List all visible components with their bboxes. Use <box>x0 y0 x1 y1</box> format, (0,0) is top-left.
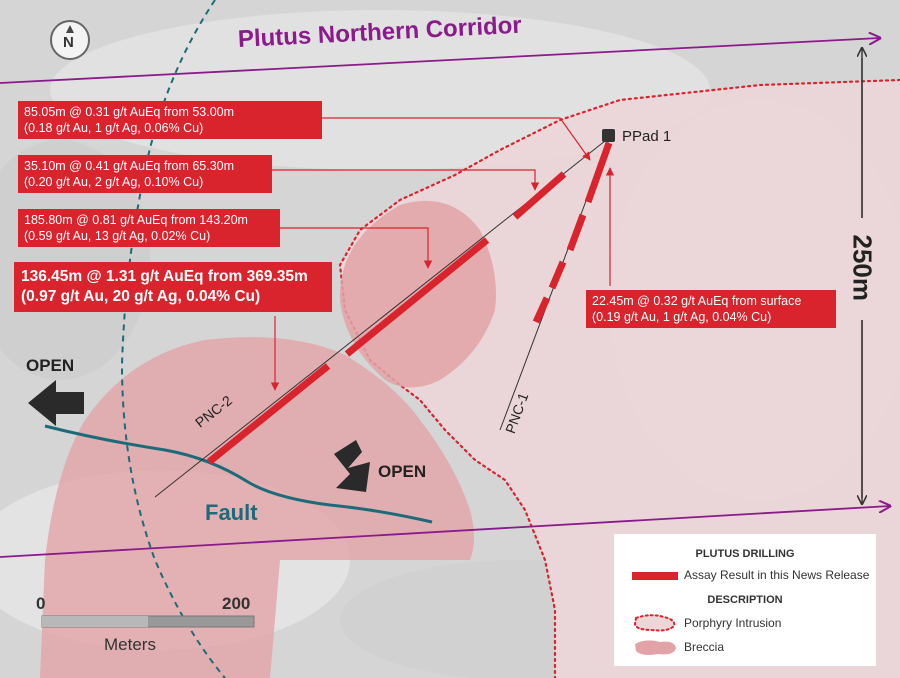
assay-callout-3: 185.80m @ 0.81 g/t AuEq from 143.20m (0.… <box>18 209 280 247</box>
leader-line <box>272 169 540 191</box>
legend-assay-label: Assay Result in this News Release <box>684 568 870 582</box>
assay-callout-line: 136.45m @ 1.31 g/t AuEq from 369.35m <box>21 268 308 285</box>
assay-interval <box>584 141 613 204</box>
assay-callout-line: 85.05m @ 0.31 g/t AuEq from 53.00m <box>24 105 235 119</box>
legend-porphyry-label: Porphyry Intrusion <box>684 616 782 630</box>
north-arrow-icon: N <box>50 20 90 60</box>
pad-label: PPad 1 <box>622 128 672 145</box>
legend-assay-swatch <box>632 572 678 580</box>
assay-callout-line: 35.10m @ 0.41 g/t AuEq from 65.30m <box>24 159 235 173</box>
assay-callout-line: (0.19 g/t Au, 1 g/t Ag, 0.04% Cu) <box>592 310 772 324</box>
scale-max-label: 200 <box>222 594 251 613</box>
pad-marker <box>602 129 615 142</box>
compass-label: N <box>63 34 74 51</box>
north-arrow-glyph-icon <box>66 25 74 33</box>
open-label-west: OPEN <box>26 356 75 375</box>
assay-callout-line: (0.59 g/t Au, 13 g/t Ag, 0.02% Cu) <box>24 229 211 243</box>
legend: PLUTUS DRILLING Assay Result in this New… <box>614 534 876 666</box>
assay-callout-line: 22.45m @ 0.32 g/t AuEq from surface <box>592 294 802 308</box>
assay-callout-line: (0.20 g/t Au, 2 g/t Ag, 0.10% Cu) <box>24 175 204 189</box>
assay-interval <box>344 237 490 357</box>
assay-interval <box>548 260 567 290</box>
legend-breccia-label: Breccia <box>684 640 725 654</box>
fault-label: Fault <box>205 500 258 525</box>
corridor-top-line <box>0 38 880 84</box>
assay-callout-line: (0.97 g/t Au, 20 g/t Ag, 0.04% Cu) <box>21 287 261 305</box>
assay-interval <box>206 363 331 465</box>
assay-callout-1: 85.05m @ 0.31 g/t AuEq from 53.00m (0.18… <box>18 101 322 139</box>
legend-breccia-swatch <box>635 640 676 655</box>
corridor-bottom-line <box>0 506 890 558</box>
porphyry-intrusion-area <box>340 80 900 678</box>
scale-min-label: 0 <box>36 594 46 613</box>
breccia-lower <box>40 337 474 678</box>
assay-callout-2: 35.10m @ 0.41 g/t AuEq from 65.30m (0.20… <box>18 155 272 193</box>
legend-description-header: DESCRIPTION <box>707 594 783 606</box>
open-arrow-west-icon <box>28 380 84 426</box>
assay-interval <box>566 213 587 252</box>
assay-callout-4: 136.45m @ 1.31 g/t AuEq from 369.35m (0.… <box>14 262 332 312</box>
open-label-south: OPEN <box>378 462 427 481</box>
scale-unit-label: Meters <box>104 635 156 654</box>
open-arrow-southeast-icon <box>334 440 370 492</box>
assay-callout-line: 185.80m @ 0.81 g/t AuEq from 143.20m <box>24 213 248 227</box>
leader-line <box>322 117 591 161</box>
legend-porphyry-swatch <box>633 614 676 632</box>
assay-interval <box>512 171 567 220</box>
assay-interval <box>532 296 551 324</box>
fault-line <box>44 424 433 524</box>
leader-line <box>280 227 433 269</box>
corridor-width-label: 250m <box>847 234 878 302</box>
assay-callout-line: (0.18 g/t Au, 1 g/t Ag, 0.06% Cu) <box>24 121 204 135</box>
legend-drilling-header: PLUTUS DRILLING <box>695 548 795 560</box>
assay-callout-5: 22.45m @ 0.32 g/t AuEq from surface (0.1… <box>586 290 836 328</box>
